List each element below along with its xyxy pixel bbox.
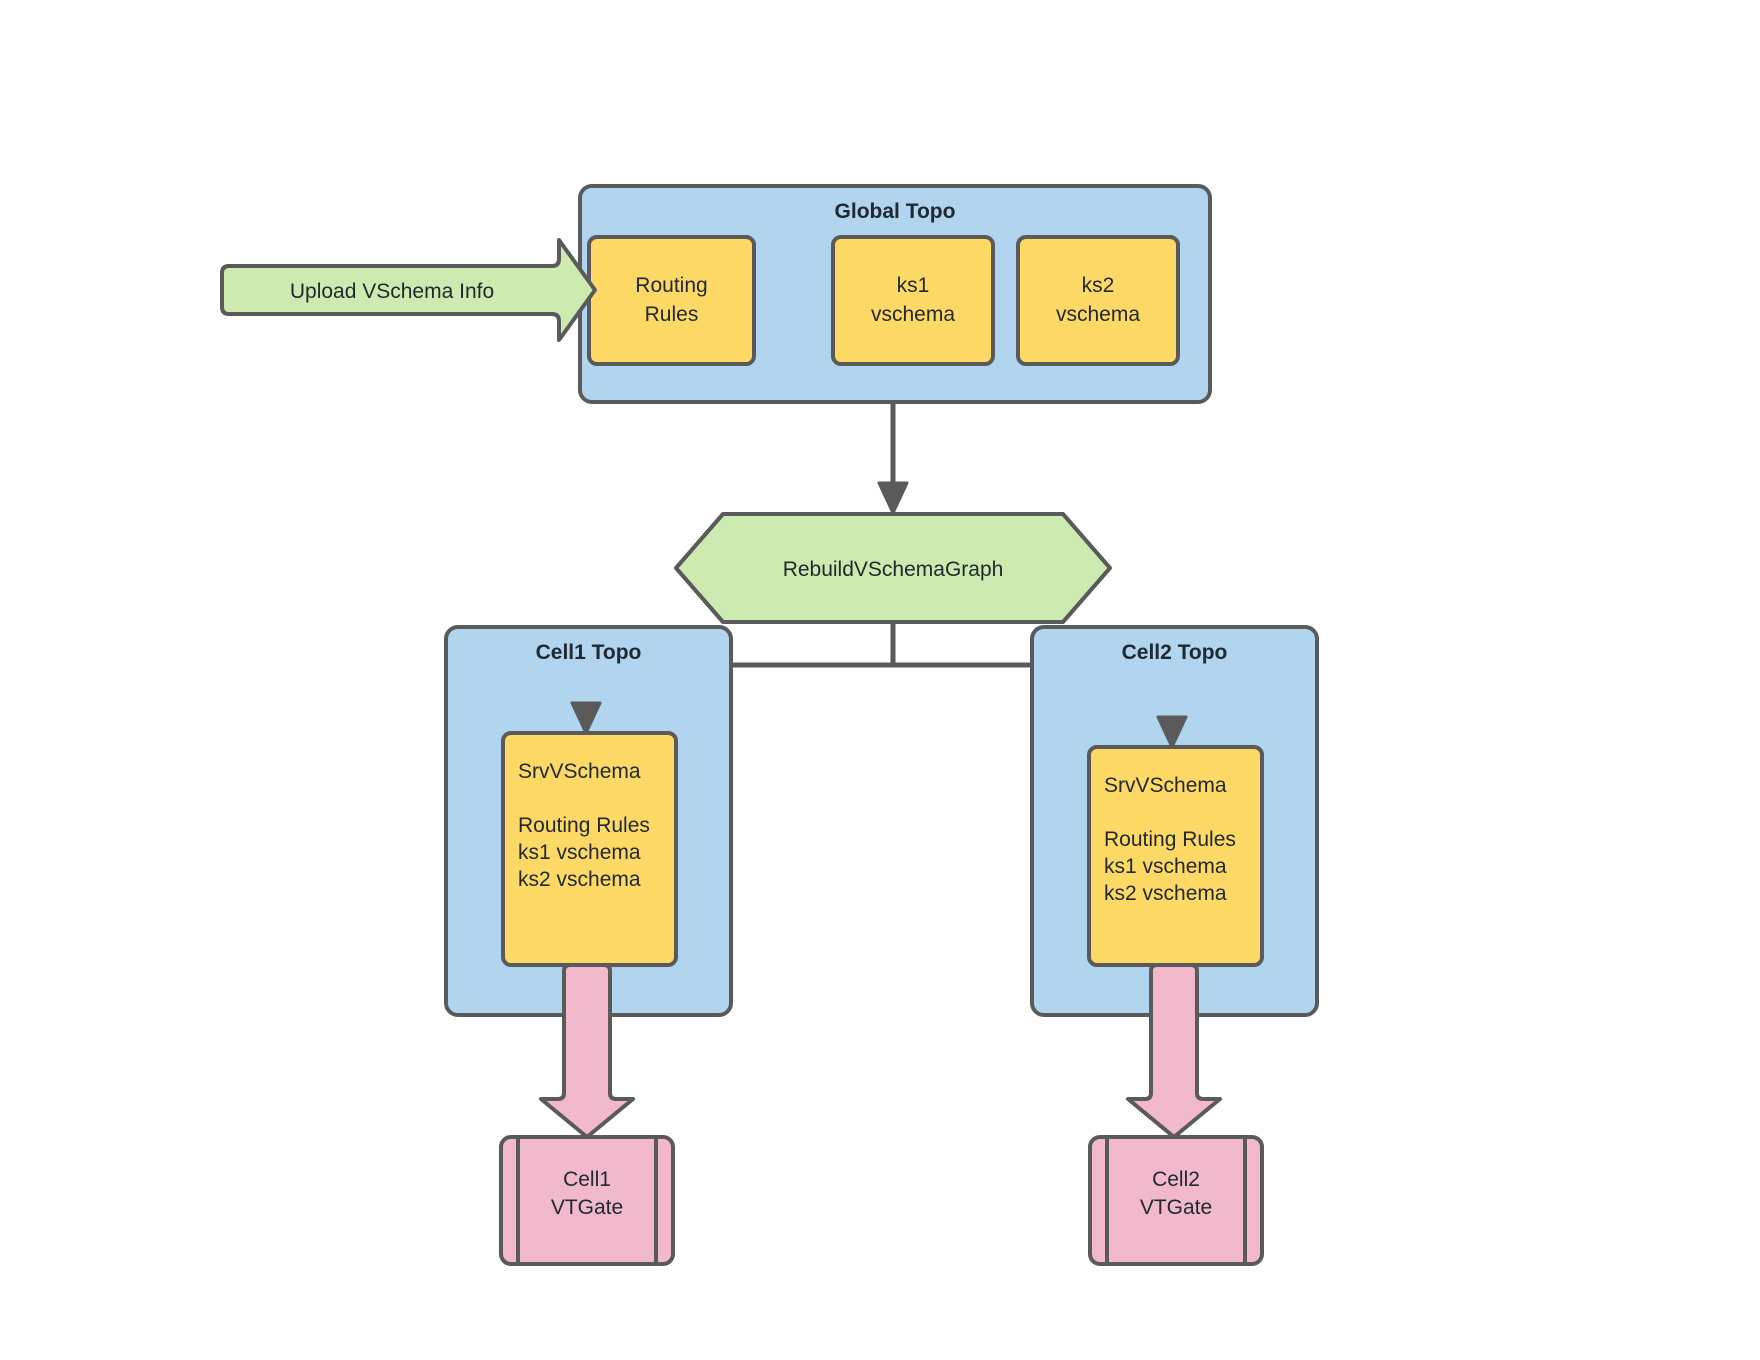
cell1-srv-to-vtgate-arrow [539, 963, 635, 1139]
cell2-vtgate-node[interactable] [1088, 1135, 1264, 1266]
cell2-srvvschema-box[interactable] [1087, 745, 1264, 967]
arrowhead-bus-to-cell2 [1156, 715, 1188, 749]
global-topo-ks1-vschema-box[interactable] [831, 235, 995, 366]
global-topo-routing-rules-box[interactable] [587, 235, 756, 366]
global-topo-ks2-vschema-box[interactable] [1016, 235, 1180, 366]
upload-vschema-arrow-shape[interactable] [220, 238, 597, 342]
arrowhead-bus-to-rebuild [877, 481, 909, 515]
cell1-vtgate-box[interactable] [499, 1135, 675, 1266]
cell1-srvvschema-box[interactable] [501, 731, 678, 967]
cell2-srv-to-vtgate-arrow [1126, 963, 1222, 1139]
rebuild-vschema-graph-hexagon[interactable] [674, 512, 1112, 624]
arrowhead-bus-to-cell1 [570, 701, 602, 735]
cell1-vtgate-node[interactable] [499, 1135, 675, 1266]
cell2-vtgate-box[interactable] [1088, 1135, 1264, 1266]
